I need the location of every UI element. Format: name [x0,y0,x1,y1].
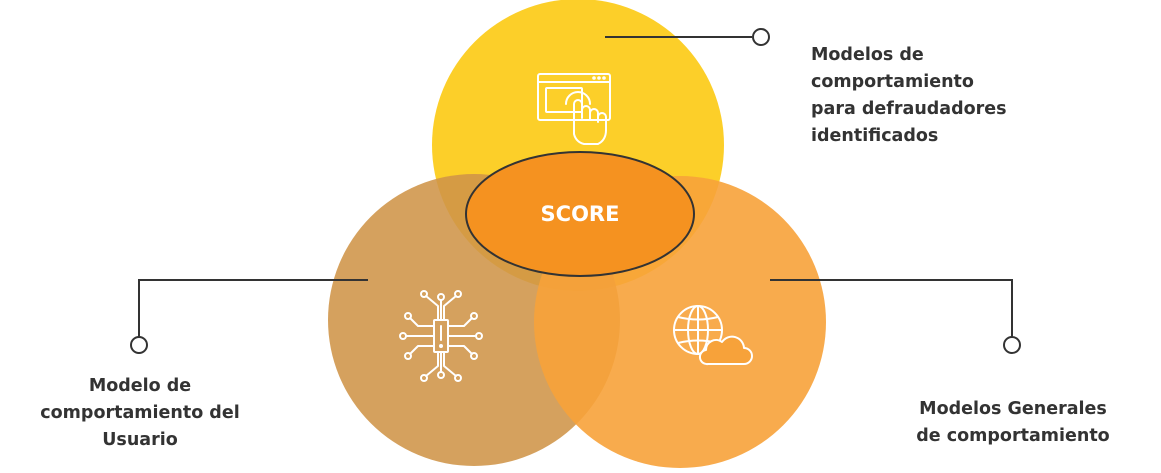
globe-cloud-icon [673,305,753,366]
label-line: comportamiento del [40,403,240,423]
connector-right [770,279,1021,354]
score-ellipse [465,151,695,277]
label-line: de comportamiento [916,426,1110,446]
label-line: Modelos de [811,45,924,65]
connector-left [130,279,368,354]
touchscreen-hand-icon [537,73,611,145]
label-line: comportamiento [811,72,974,92]
label-fraudster-models: Modelos de comportamiento para defraudad… [811,42,1007,150]
circuit-chip-icon [399,290,483,382]
label-line: Modelos Generales [919,399,1107,419]
label-line: identificados [811,126,939,146]
label-line: para defraudadores [811,99,1007,119]
label-general-models: Modelos Generales de comportamiento [898,396,1128,450]
score-label: SCORE [541,202,620,226]
label-line: Modelo de [88,376,192,396]
connector-top [605,28,770,46]
label-user-model: Modelo de comportamiento del Usuario [30,373,250,454]
label-line: Usuario [102,430,178,450]
